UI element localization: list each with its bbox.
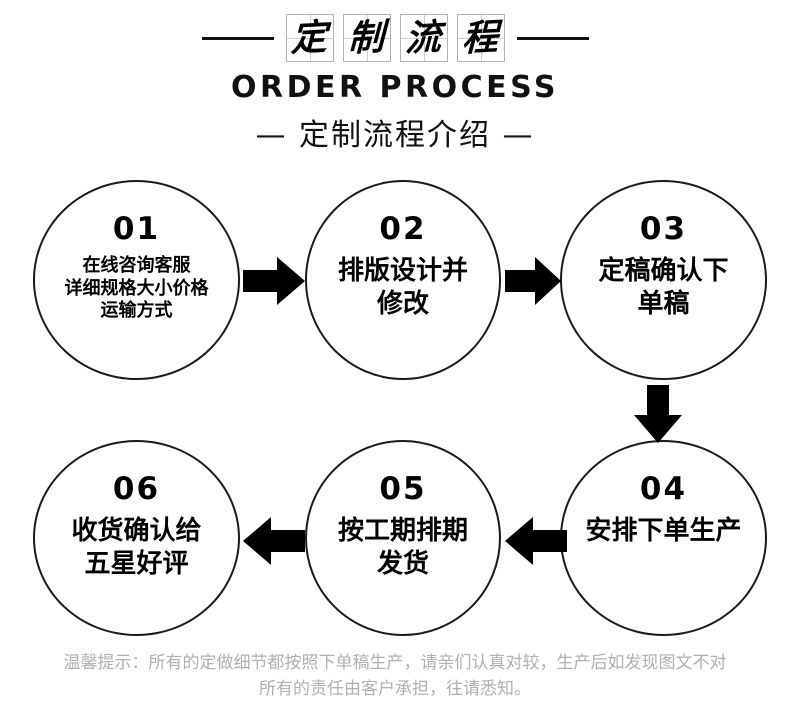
step-line: 详细规格大小价格: [64, 277, 209, 299]
seal-grid-cell: 制: [342, 14, 391, 62]
step-line: 单稿: [637, 288, 690, 319]
process-step-01: 01 在线咨询客服 详细规格大小价格 运输方式: [33, 180, 240, 380]
footer-line: 温馨提示：所有的定做细节都按照下单稿生产，请亲们认真对较，生产后如发现图文不对: [63, 653, 727, 673]
step-description: 按工期排期 发货: [338, 515, 468, 580]
step-line: 运输方式: [100, 300, 173, 321]
arrow-right-icon: [243, 255, 305, 307]
process-step-06: 06 收货确认给 五星好评: [33, 440, 240, 636]
step-number: 01: [112, 211, 161, 247]
step-line: 安排下单生产: [585, 516, 742, 546]
step-number: 05: [379, 471, 427, 507]
page-title-english: ORDER PROCESS: [230, 70, 559, 105]
process-step-05: 05 按工期排期 发货: [305, 440, 501, 636]
step-description: 定稿确认下 单稿: [598, 255, 728, 320]
seal-character: 流: [405, 16, 442, 60]
arrow-left-icon: [505, 515, 567, 567]
header-rule-left-icon: [201, 36, 274, 40]
step-description: 在线咨询客服 详细规格大小价格 运输方式: [65, 255, 209, 323]
arrow-right-icon: [505, 255, 561, 307]
step-line: 修改: [376, 288, 429, 319]
step-number: 04: [639, 471, 688, 507]
arrow-down-icon: [632, 385, 684, 443]
step-line: 收货确认给: [71, 516, 202, 546]
step-line: 排版设计并: [337, 256, 468, 286]
page-title-chinese: — 定制流程介绍 —: [255, 118, 535, 153]
seal-grid-cell: 程: [456, 14, 505, 62]
header-rule-right-icon: [516, 36, 589, 40]
seal-character: 定: [291, 16, 328, 60]
step-line: 发货: [376, 548, 429, 579]
process-step-02: 02 排版设计并 修改: [305, 180, 501, 380]
step-line: 在线咨询客服: [82, 255, 191, 276]
step-line: 五星好评: [84, 548, 189, 579]
process-step-03: 03 定稿确认下 单稿: [560, 180, 767, 380]
step-line: 按工期排期: [337, 516, 468, 546]
seal-character: 制: [348, 16, 385, 60]
step-line: 定稿确认下: [598, 256, 729, 286]
step-number: 06: [112, 471, 161, 507]
seal-character: 程: [462, 16, 499, 60]
seal-character-grid: 定 制 流 程: [285, 14, 505, 62]
arrow-left-icon: [243, 515, 305, 567]
process-step-04: 04 安排下单生产: [560, 440, 767, 636]
footer-disclaimer: 温馨提示：所有的定做细节都按照下单稿生产，请亲们认真对较，生产后如发现图文不对 …: [0, 650, 790, 703]
step-description: 安排下单生产: [585, 515, 741, 548]
seal-grid-cell: 流: [399, 14, 448, 62]
footer-line: 所有的责任由客户承担，往请悉知。: [259, 679, 531, 700]
header-seal-band: 定 制 流 程: [0, 6, 790, 70]
step-number: 02: [379, 211, 427, 247]
seal-grid-cell: 定: [285, 14, 334, 62]
step-number: 03: [639, 211, 688, 247]
step-description: 收货确认给 五星好评: [71, 515, 201, 580]
step-description: 排版设计并 修改: [338, 255, 468, 320]
